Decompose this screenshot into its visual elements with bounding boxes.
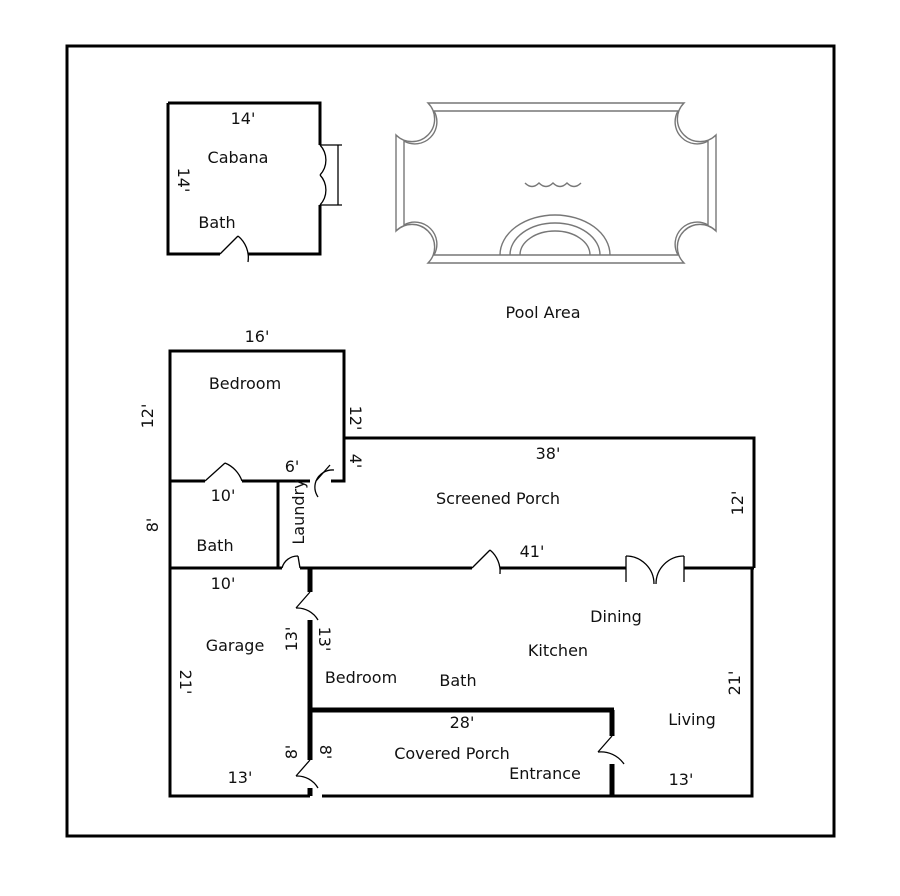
pool-water-icon [524,182,582,188]
kitchen-label: Kitchen [528,641,588,660]
living-label: Living [668,710,716,729]
bath-label: Bath [439,671,476,690]
dim-garage-bottom: 13' [228,768,253,787]
cabana-width: 14' [231,109,256,128]
dim-living-depth: 21' [725,671,744,696]
dim-living-bottom: 13' [669,770,694,789]
dining-label: Dining [590,607,642,626]
bedroom-door-swing [224,462,243,482]
dim-covered-porch-width: 28' [450,713,475,732]
dim-bath-width: 10' [211,486,236,505]
pool-steps [499,214,611,256]
cabana-label: Cabana [208,148,269,167]
dim-bedroom-right: 12' [346,406,365,431]
dim-bedroom-wall-right: 13' [315,627,334,652]
covered-porch-label: Covered Porch [394,744,510,763]
cabana-depth: 14' [174,168,193,193]
house-walls [168,349,756,798]
screened-porch-walls [344,436,756,568]
bath-left-label: Bath [196,536,233,555]
bedroom-top-label: Bedroom [209,374,281,393]
dim-bedroom-depth: 12' [138,404,157,429]
dim-bedroom-width: 16' [245,327,270,346]
cabana-walls [166,101,322,256]
cabana-bath-label: Bath [198,213,235,232]
cabana-bath-door [237,235,249,263]
screened-porch-label: Screened Porch [436,489,560,508]
entrance-label: Entrance [509,764,581,783]
dim-bath-depth: 8' [143,518,162,533]
dim-house-width: 41' [520,542,545,561]
dim-porch-depth: 12' [728,491,747,516]
room-labels: Bedroom Bath Laundry Screened Porch Gara… [196,374,715,783]
dim-porch-width: 38' [536,444,561,463]
porch-door-swing [489,549,501,575]
laundry-label: Laundry [289,479,308,544]
dim-garage-depth: 21' [176,670,195,695]
dim-covered-porch-left: 8' [282,745,301,760]
dim-porch-offset: 4' [346,454,365,469]
dim-laundry-width: 6' [285,457,300,476]
dim-garage-width: 10' [211,574,236,593]
site-border [65,44,836,838]
bedroom-label: Bedroom [325,668,397,687]
cabana: 14' Cabana 14' Bath [166,101,342,263]
bedroom-door [295,607,319,621]
pool: Pool Area [395,102,717,322]
pool-outer-edge [395,102,717,264]
dim-covered-porch-right: 8' [316,745,335,760]
dimension-labels: 16' 12' 12' 4' 6' 10' 8' 10' 21' 13' 38'… [138,327,747,789]
left-exterior-wall [168,481,310,798]
doors [204,462,685,789]
right-exterior-wall [612,568,754,798]
pool-inner-edge [403,110,709,256]
bedroom-top-walls [168,349,346,483]
cabana-door-swing [319,144,327,176]
porch-double-door [625,555,655,585]
garage-label: Garage [206,636,265,655]
entrance-door [597,751,625,765]
pool-area-label: Pool Area [505,303,580,322]
dim-bedroom-wall-left: 13' [282,627,301,652]
garage-door [295,775,319,789]
